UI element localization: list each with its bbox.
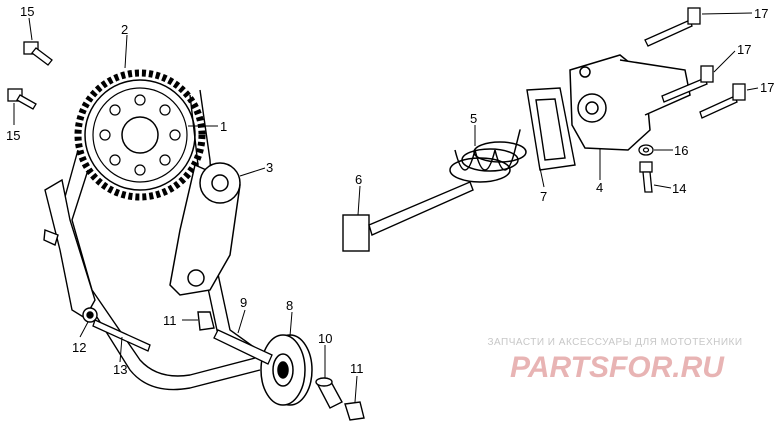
label-3: 3	[266, 160, 273, 175]
label-17-lower: 17	[760, 80, 774, 95]
guide-pin	[92, 319, 151, 352]
push-rod	[342, 181, 474, 252]
label-14: 14	[672, 181, 686, 196]
bolt-17-top	[644, 7, 701, 47]
watermark-logo: PARTSFOR.RU	[510, 351, 725, 383]
tensioner-housing	[569, 54, 691, 151]
label-16: 16	[674, 143, 688, 158]
label-15-top: 15	[20, 4, 34, 19]
watermark-tagline: ЗАПЧАСТИ И АКСЕССУАРЫ ДЛЯ МОТОТЕХНИКИ	[487, 337, 743, 348]
label-12: 12	[72, 340, 86, 355]
bolt-15-upper	[23, 41, 53, 66]
end-cap-upper	[197, 311, 215, 331]
label-6: 6	[355, 172, 362, 187]
bolt-17-middle	[661, 65, 714, 103]
spring	[449, 129, 527, 183]
bolt-15-lower	[7, 88, 37, 110]
label-17-top: 17	[754, 6, 768, 21]
end-cap-lower	[344, 401, 365, 421]
cam-sprocket	[74, 69, 206, 201]
sprocket-holes	[99, 94, 181, 176]
leader-lines	[13, 12, 759, 403]
label-4: 4	[596, 180, 603, 195]
chain-guide	[43, 178, 98, 323]
label-13: 13	[113, 362, 127, 377]
washer-16	[638, 144, 654, 156]
tensioner-wheel	[260, 334, 313, 406]
label-17-middle: 17	[737, 42, 751, 57]
bolt-14	[639, 161, 653, 193]
tensioner-arm	[169, 162, 241, 296]
label-11-upper: 11	[163, 313, 177, 328]
watermark-logo-text: PARTSFOR.RU	[510, 351, 725, 383]
label-2: 2	[121, 22, 128, 37]
cam-chain	[59, 89, 266, 391]
bolt-17-lower	[699, 83, 746, 119]
label-15-bottom: 15	[6, 128, 20, 143]
collar	[315, 377, 343, 409]
tensioner-shaft	[213, 329, 273, 365]
gasket	[526, 87, 576, 171]
label-5: 5	[470, 111, 477, 126]
label-11-lower: 11	[350, 361, 364, 376]
part-labels: 15 15 2 1 3 5 6 7 4 9 8 10 11 11 12 13 1…	[6, 4, 774, 377]
label-7: 7	[540, 189, 547, 204]
label-1: 1	[220, 119, 227, 134]
label-9: 9	[240, 295, 247, 310]
label-10: 10	[318, 331, 332, 346]
label-8: 8	[286, 298, 293, 313]
